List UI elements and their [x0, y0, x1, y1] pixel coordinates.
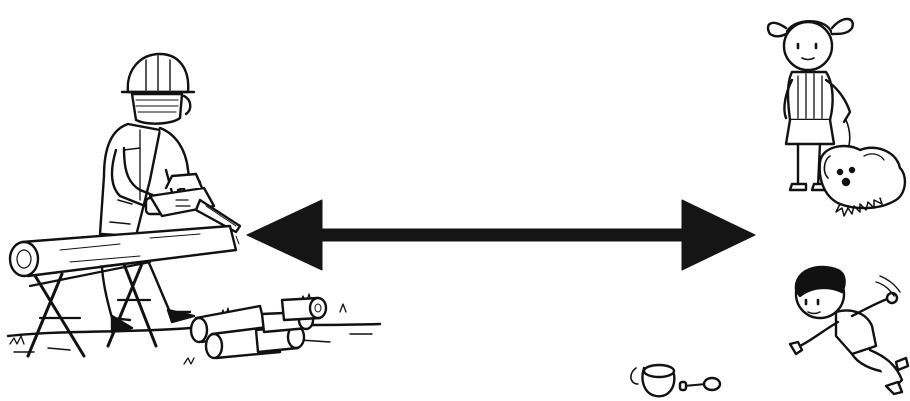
toy-shovel-icon: [678, 376, 722, 392]
boy-head-icon: [794, 265, 846, 320]
dog-icon: [818, 144, 907, 217]
girl-head-icon: [766, 17, 854, 72]
boy-body-icon: [788, 275, 910, 396]
girl-with-dog-icon: [766, 17, 907, 217]
double-headed-arrow-icon: [246, 199, 756, 271]
log-icon: [8, 224, 238, 278]
cut-logs-icon: [189, 296, 328, 360]
chainsaw-icon: [148, 172, 242, 251]
toy-bucket-icon: [630, 363, 676, 398]
running-child-icon: [788, 265, 910, 396]
girl-body-icon: [783, 70, 852, 192]
face-shield-icon: [130, 92, 192, 125]
helmet-icon: [120, 52, 196, 94]
chainsaw-operator-icon: [6, 52, 382, 365]
sawhorse-icon: [26, 252, 158, 358]
